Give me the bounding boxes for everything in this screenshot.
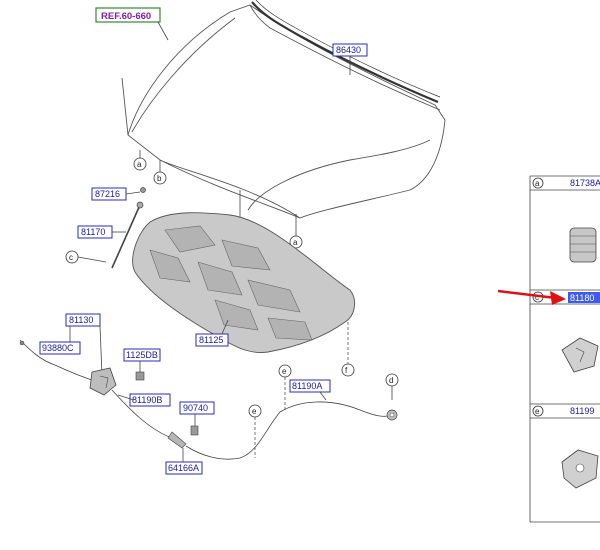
bumper-stop-icon xyxy=(569,227,597,263)
label-93880C-text: 93880C xyxy=(42,343,74,353)
callout-f[interactable]: f xyxy=(341,363,355,377)
ref-label-text: REF.60-660 xyxy=(101,11,151,22)
label-87216-text: 87216 xyxy=(95,189,120,199)
callout-a-hood[interactable]: a xyxy=(133,157,147,171)
svg-text:a: a xyxy=(137,160,142,169)
svg-text:e: e xyxy=(282,367,287,376)
pointer-arrow xyxy=(497,289,566,305)
stay-holder-icon xyxy=(561,337,599,373)
latch-wire-harness[interactable] xyxy=(19,339,99,383)
detail-row-a[interactable]: a 81738A xyxy=(532,177,600,189)
label-81130-text: 81130 xyxy=(69,315,93,325)
callout-d[interactable]: d xyxy=(385,373,399,387)
label-1125DB[interactable]: 1125DB xyxy=(123,348,161,362)
label-81190A[interactable]: 81190A xyxy=(289,379,331,393)
ref-label[interactable]: REF.60-660 xyxy=(95,7,161,23)
label-81125-text: 81125 xyxy=(199,335,223,345)
detail-row-e-part: 81199 xyxy=(570,406,594,416)
label-81130[interactable]: 81130 xyxy=(65,313,101,327)
detail-row-a-part: 81738A xyxy=(570,178,600,188)
svg-text:c: c xyxy=(69,253,73,262)
svg-text:d: d xyxy=(389,376,393,385)
label-81170-text: 81170 xyxy=(81,227,105,237)
svg-text:e: e xyxy=(535,407,540,416)
hood-release-cable[interactable] xyxy=(111,389,391,460)
detail-row-c-part: 81180 xyxy=(570,293,594,303)
svg-text:e: e xyxy=(252,407,257,416)
label-90740[interactable]: 90740 xyxy=(179,401,215,415)
callout-c[interactable]: c xyxy=(65,250,79,264)
hood-seal-strip[interactable] xyxy=(251,0,441,104)
clip-90740[interactable] xyxy=(190,425,199,436)
label-93880C[interactable]: 93880C xyxy=(39,341,81,355)
label-1125DB-text: 1125DB xyxy=(126,350,158,360)
cable-clip-icon xyxy=(561,449,599,489)
label-87216[interactable]: 87216 xyxy=(91,187,127,201)
hood-stay-rod[interactable] xyxy=(111,187,146,269)
label-81170[interactable]: 81170 xyxy=(77,225,113,239)
svg-text:c: c xyxy=(535,293,539,302)
label-81125[interactable]: 81125 xyxy=(195,333,229,347)
callout-b-hood[interactable]: b xyxy=(153,171,167,185)
svg-text:a: a xyxy=(293,238,298,247)
label-81190B[interactable]: 81190B xyxy=(129,393,171,407)
hood-insulator[interactable] xyxy=(132,212,356,353)
detail-row-e[interactable]: e 81199 xyxy=(532,405,594,417)
label-86430-text: 86430 xyxy=(336,45,361,55)
label-90740-text: 90740 xyxy=(183,403,208,413)
detail-panel xyxy=(529,175,600,523)
label-81190A-text: 81190A xyxy=(292,381,322,391)
svg-text:f: f xyxy=(345,366,348,375)
callout-a-hood-2[interactable]: a xyxy=(289,235,303,249)
label-64166A[interactable]: 64166A xyxy=(165,461,203,475)
callout-e-cable[interactable]: e xyxy=(248,404,262,418)
svg-text:b: b xyxy=(157,174,162,183)
callout-e-cable-2[interactable]: e xyxy=(278,364,292,378)
label-81190B-text: 81190B xyxy=(132,395,162,405)
label-64166A-text: 64166A xyxy=(168,463,199,473)
hood-panel[interactable] xyxy=(121,4,446,219)
svg-text:a: a xyxy=(535,179,540,188)
bolt-1125DB[interactable] xyxy=(135,371,145,381)
label-86430[interactable]: 86430 xyxy=(332,43,368,57)
cable-clip-end[interactable] xyxy=(386,409,398,421)
hood-latch[interactable] xyxy=(89,367,117,396)
detail-row-c-highlight xyxy=(568,292,600,303)
